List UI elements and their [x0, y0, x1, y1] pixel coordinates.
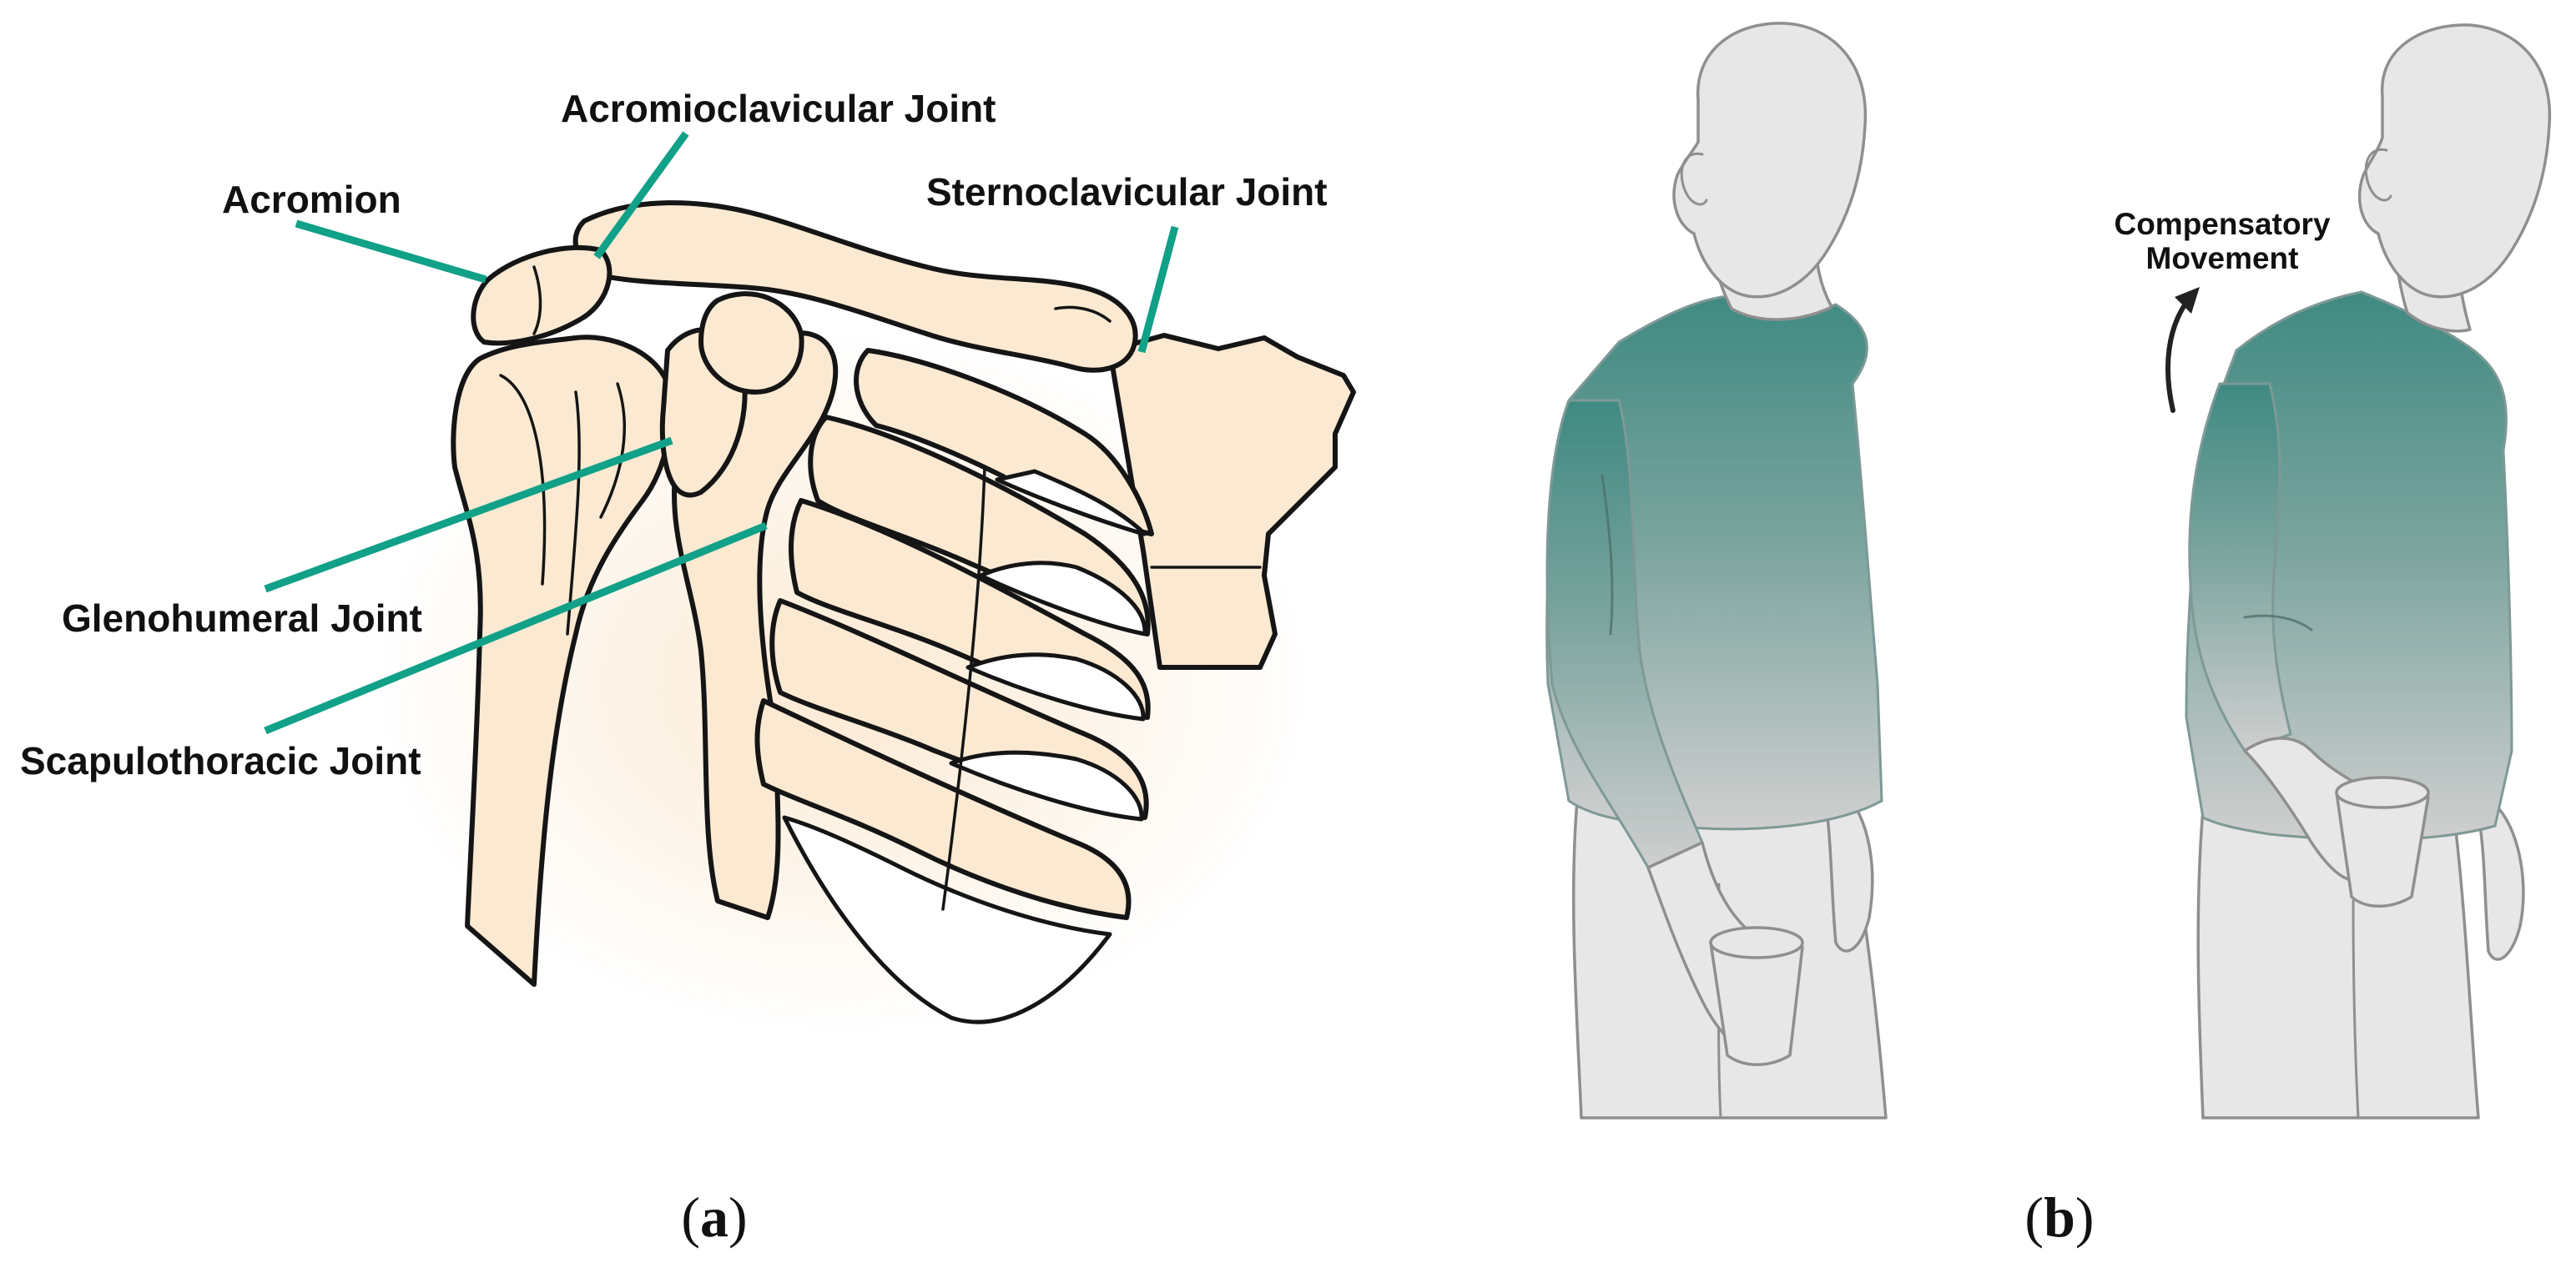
caption-a-letter: a: [700, 1185, 728, 1249]
annotation-line-2: Movement: [2146, 241, 2299, 275]
caption-a: (a): [681, 1185, 747, 1249]
caption-b: (b): [2024, 1185, 2094, 1249]
leader-glenohumeral: [264, 436, 673, 593]
humerus-head-line: [499, 374, 547, 586]
arrow-head: [2175, 287, 2200, 314]
label-glenohumeral-joint: Glenohumeral Joint: [62, 596, 422, 640]
ear-neutral: [1680, 152, 1708, 206]
label-acromion: Acromion: [222, 178, 401, 221]
label-sternoclavicular-joint: Sternoclavicular Joint: [926, 170, 1328, 214]
cup-rim-compensating: [2335, 776, 2430, 809]
rib-gap-2: [978, 561, 1147, 636]
leader-sternoclavicular: [1137, 225, 1179, 354]
head-compensating: [2357, 23, 2552, 299]
annotation-line-1: Compensatory: [2114, 207, 2330, 241]
rib-gap-5: [782, 815, 1112, 1024]
acromion-detail: [532, 265, 542, 335]
compensatory-annotation: Compensatory Movement: [2114, 207, 2331, 413]
curved-arrow: [2165, 298, 2190, 413]
leader-scapulothoracic: [264, 521, 768, 735]
clavicle-end-line: [1054, 305, 1112, 323]
caption-b-letter: b: [2044, 1185, 2075, 1249]
leader-lines: [264, 131, 1179, 735]
costal-line: [941, 465, 986, 911]
rib-5: [754, 698, 1132, 920]
shirt-fold-compensating: [2243, 614, 2313, 631]
figure-person-compensating: [2185, 23, 2552, 1120]
humerus-shaft-line: [566, 390, 581, 636]
anatomy-labels: Acromion Acromioclavicular Joint Sternoc…: [20, 87, 1328, 782]
panel-captions: (a) (b): [681, 1185, 2094, 1249]
ear-compensating: [2364, 148, 2392, 202]
head-neutral: [1672, 22, 1868, 299]
rib-gap-4: [949, 750, 1144, 822]
hand-right-neutral: [1826, 791, 1874, 953]
rib-gap-1: [995, 469, 1147, 536]
label-acromioclavicular-joint: Acromioclavicular Joint: [561, 87, 996, 130]
label-scapulothoracic-joint: Scapulothoracic Joint: [20, 739, 421, 782]
leg-split-compensating: [2352, 899, 2360, 1120]
rib-gap-3: [965, 652, 1146, 722]
leader-acromioclavicular: [593, 131, 689, 259]
cup-rim-neutral: [1709, 926, 1804, 959]
leader-acromion: [295, 219, 487, 284]
shoulder-anatomy-illustration: [376, 200, 1356, 1034]
sternum: [1107, 333, 1356, 670]
figure-person-neutral: [1545, 22, 1888, 1120]
rib-cage: [754, 348, 1262, 1024]
hand-right-compensating: [2478, 808, 2525, 961]
acromion-bone: [471, 244, 612, 346]
coracoid-process: [698, 291, 804, 395]
shirt-fold-neutral: [1601, 474, 1614, 636]
clavicle: [572, 200, 1138, 373]
